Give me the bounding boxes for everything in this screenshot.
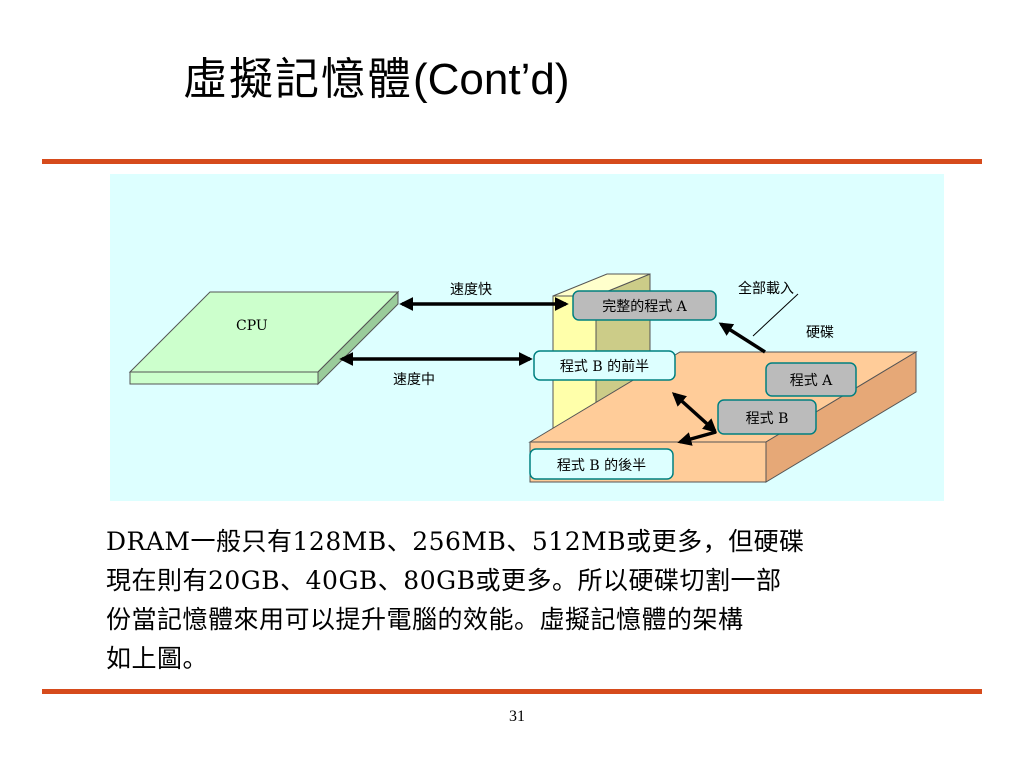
load-all-label: 全部載入 (738, 280, 794, 297)
program-b-second-half-box: 程式 B 的後半 (529, 448, 674, 480)
page-number: 31 (509, 708, 525, 725)
full-program-a-label: 完整的程式 A (602, 299, 687, 315)
cpu-block: CPU (128, 290, 400, 386)
body-paragraph: DRAM一般只有128MB、256MB、512MB或更多，但硬碟 現在則有20G… (106, 522, 986, 678)
speed-fast-label: 速度快 (450, 282, 492, 298)
hard-disk-label: 硬碟 (806, 325, 834, 341)
body-line: 如上圖。 (106, 644, 209, 673)
disk-program-b-box: 程式 B (717, 399, 817, 435)
slide-title-latin: (Cont’d) (413, 55, 570, 104)
full-program-a-box: 完整的程式 A (572, 290, 717, 321)
slide-title-cjk: 虛擬記憶體 (183, 54, 413, 105)
cpu-label: CPU (236, 318, 268, 334)
body-line: 現在則有20GB、40GB、80GB或更多。所以硬碟切割一部 (106, 566, 782, 595)
program-b-first-half-box: 程式 B 的前半 (533, 350, 676, 381)
program-b-first-half-arrow (671, 392, 718, 433)
disk-program-a-box: 程式 A (765, 362, 857, 397)
program-b-second-half-arrow (677, 430, 717, 446)
top-divider (42, 159, 982, 164)
load-program-a-arrow (718, 322, 766, 354)
disk-program-b-label: 程式 B (746, 411, 789, 427)
program-b-first-half-label: 程式 B 的前半 (560, 358, 649, 375)
bottom-divider (42, 689, 982, 694)
body-line: 份當記憶體來用可以提升電腦的效能。虛擬記憶體的架構 (106, 605, 744, 634)
load-all-leader-line (752, 293, 799, 337)
speed-medium-label: 速度中 (393, 372, 435, 388)
virtual-memory-diagram: CPU 速度快 速度中 全部載入 硬碟 完整的程式 A (110, 174, 944, 501)
body-line: DRAM一般只有128MB、256MB、512MB或更多，但硬碟 (106, 527, 805, 556)
program-b-second-half-label: 程式 B 的後半 (557, 458, 646, 474)
slide-title: 虛擬記憶體(Cont’d) (183, 52, 570, 108)
diagram-canvas: CPU 速度快 速度中 全部載入 硬碟 完整的程式 A (128, 273, 918, 483)
disk-program-a-label: 程式 A (790, 373, 833, 389)
